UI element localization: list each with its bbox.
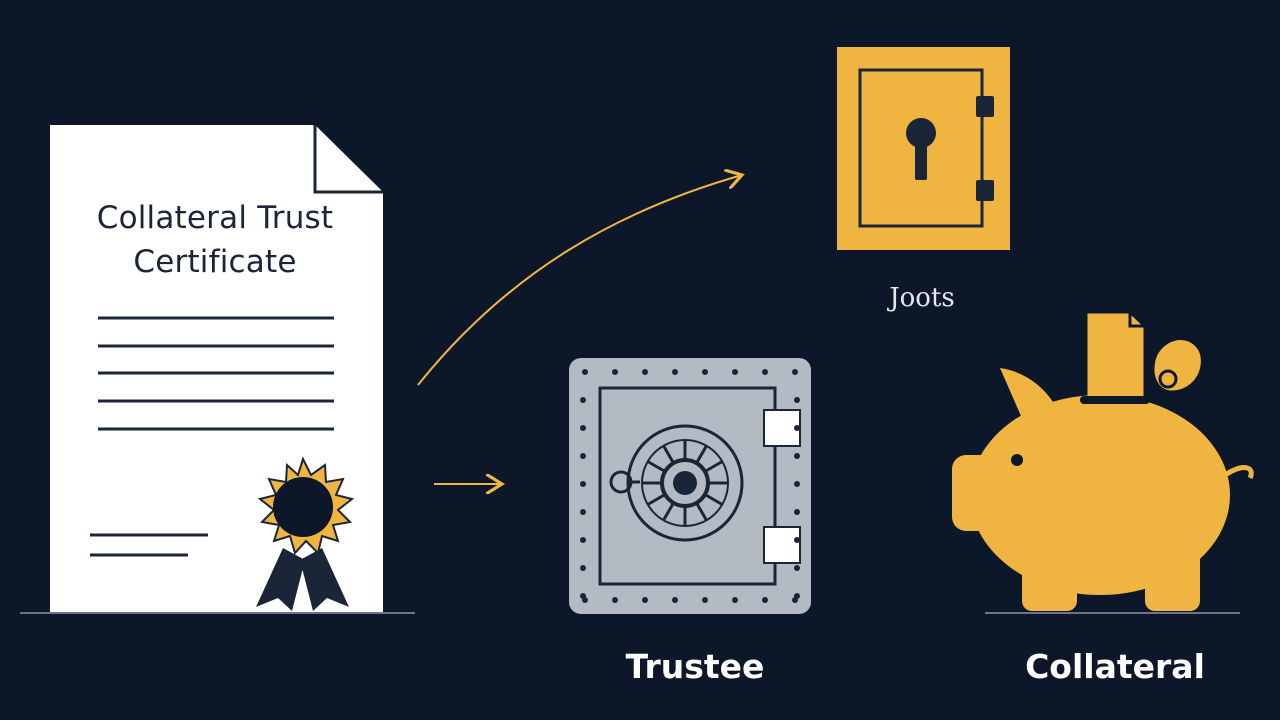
award-seal-icon bbox=[256, 456, 355, 611]
vault-rivet bbox=[794, 565, 800, 571]
vault-rivet bbox=[794, 453, 800, 459]
vault-rivet bbox=[794, 593, 800, 599]
vault-dial-spoke bbox=[704, 493, 723, 506]
vault-rivet bbox=[732, 369, 738, 375]
vault-rivet bbox=[580, 481, 586, 487]
vault-dial-spoke bbox=[662, 445, 675, 464]
vault-dial-spoke bbox=[662, 502, 675, 521]
vault-rivet bbox=[732, 597, 738, 603]
vault-dial-spoke bbox=[647, 460, 666, 473]
vault-rivet bbox=[612, 597, 618, 603]
certificate-title: Collateral Trust Certificate bbox=[50, 196, 380, 284]
vault-dial-spoke bbox=[695, 445, 708, 464]
vault-rivet bbox=[792, 369, 798, 375]
vault-rivet bbox=[582, 369, 588, 375]
vault-rivet bbox=[580, 453, 586, 459]
vault-rivet bbox=[642, 597, 648, 603]
curved-arrow bbox=[417, 175, 742, 386]
vault-rivet bbox=[642, 369, 648, 375]
vault-dial-spoke bbox=[704, 460, 723, 473]
vault-rivet bbox=[672, 597, 678, 603]
vault-rivet bbox=[794, 481, 800, 487]
vault-rivet bbox=[580, 537, 586, 543]
certificate-title-line1: Collateral Trust bbox=[96, 200, 334, 236]
vault-rivet bbox=[580, 425, 586, 431]
vault-rivet bbox=[702, 597, 708, 603]
vault-rivet bbox=[702, 369, 708, 375]
vault-rivet bbox=[762, 597, 768, 603]
gold-safe-icon bbox=[837, 47, 1010, 250]
vault-rivet bbox=[794, 397, 800, 403]
piggy-bank-icon bbox=[952, 310, 1254, 611]
vault-rivet bbox=[794, 537, 800, 543]
vault-dial-spoke bbox=[647, 493, 666, 506]
vault-rivet bbox=[580, 509, 586, 515]
trustee-label: Trustee bbox=[625, 647, 765, 686]
vault-rivet bbox=[672, 369, 678, 375]
vault-rivet bbox=[762, 369, 768, 375]
certificate-title-line2: Certificate bbox=[133, 244, 297, 280]
collateral-label: Collateral bbox=[1025, 647, 1205, 686]
vault-rivet bbox=[794, 425, 800, 431]
vault-dial-spoke bbox=[695, 502, 708, 521]
vault-icon bbox=[569, 358, 811, 614]
vault-rivet bbox=[794, 509, 800, 515]
vault-rivet bbox=[580, 397, 586, 403]
vault-rivet bbox=[580, 593, 586, 599]
safe-caption: Joots bbox=[889, 283, 955, 313]
vault-rivet bbox=[612, 369, 618, 375]
vault-rivet bbox=[580, 565, 586, 571]
